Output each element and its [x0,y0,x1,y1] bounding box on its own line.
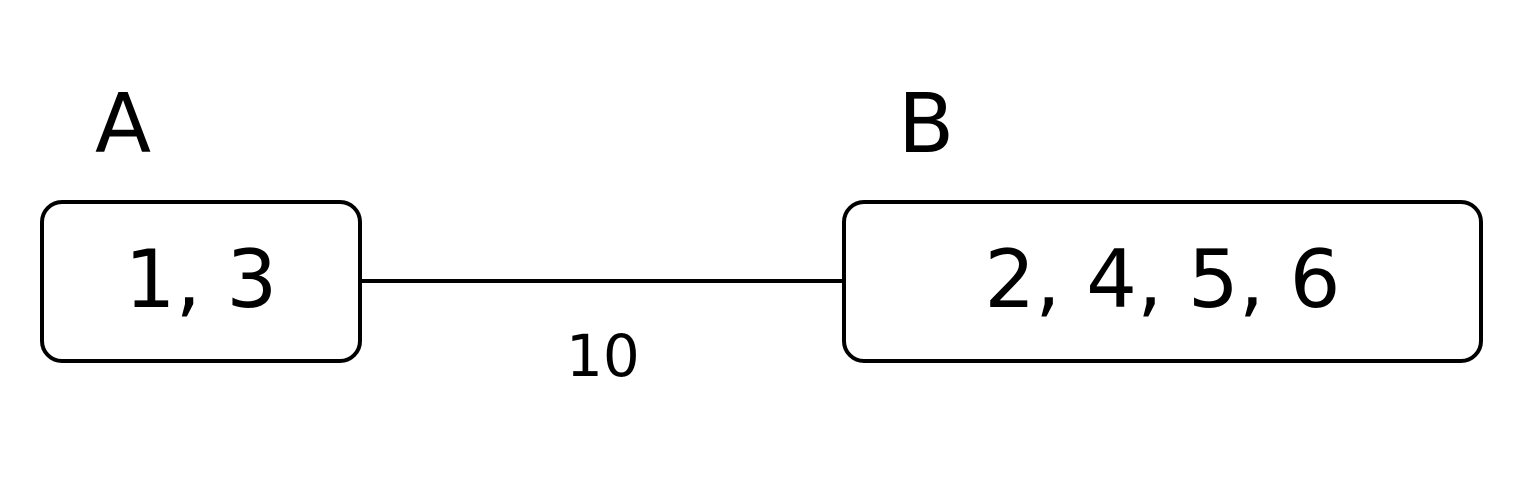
node-b-contents: 2, 4, 5, 6 [984,232,1341,326]
node-b-box[interactable]: 2, 4, 5, 6 [842,200,1483,363]
node-a-box[interactable]: 1, 3 [40,200,362,363]
edge-a-b-line[interactable] [361,279,843,283]
node-b-label: B [898,77,955,172]
node-a-label: A [95,77,152,172]
edge-a-b-weight-label: 10 [566,322,640,390]
node-a-contents: 1, 3 [124,232,278,326]
